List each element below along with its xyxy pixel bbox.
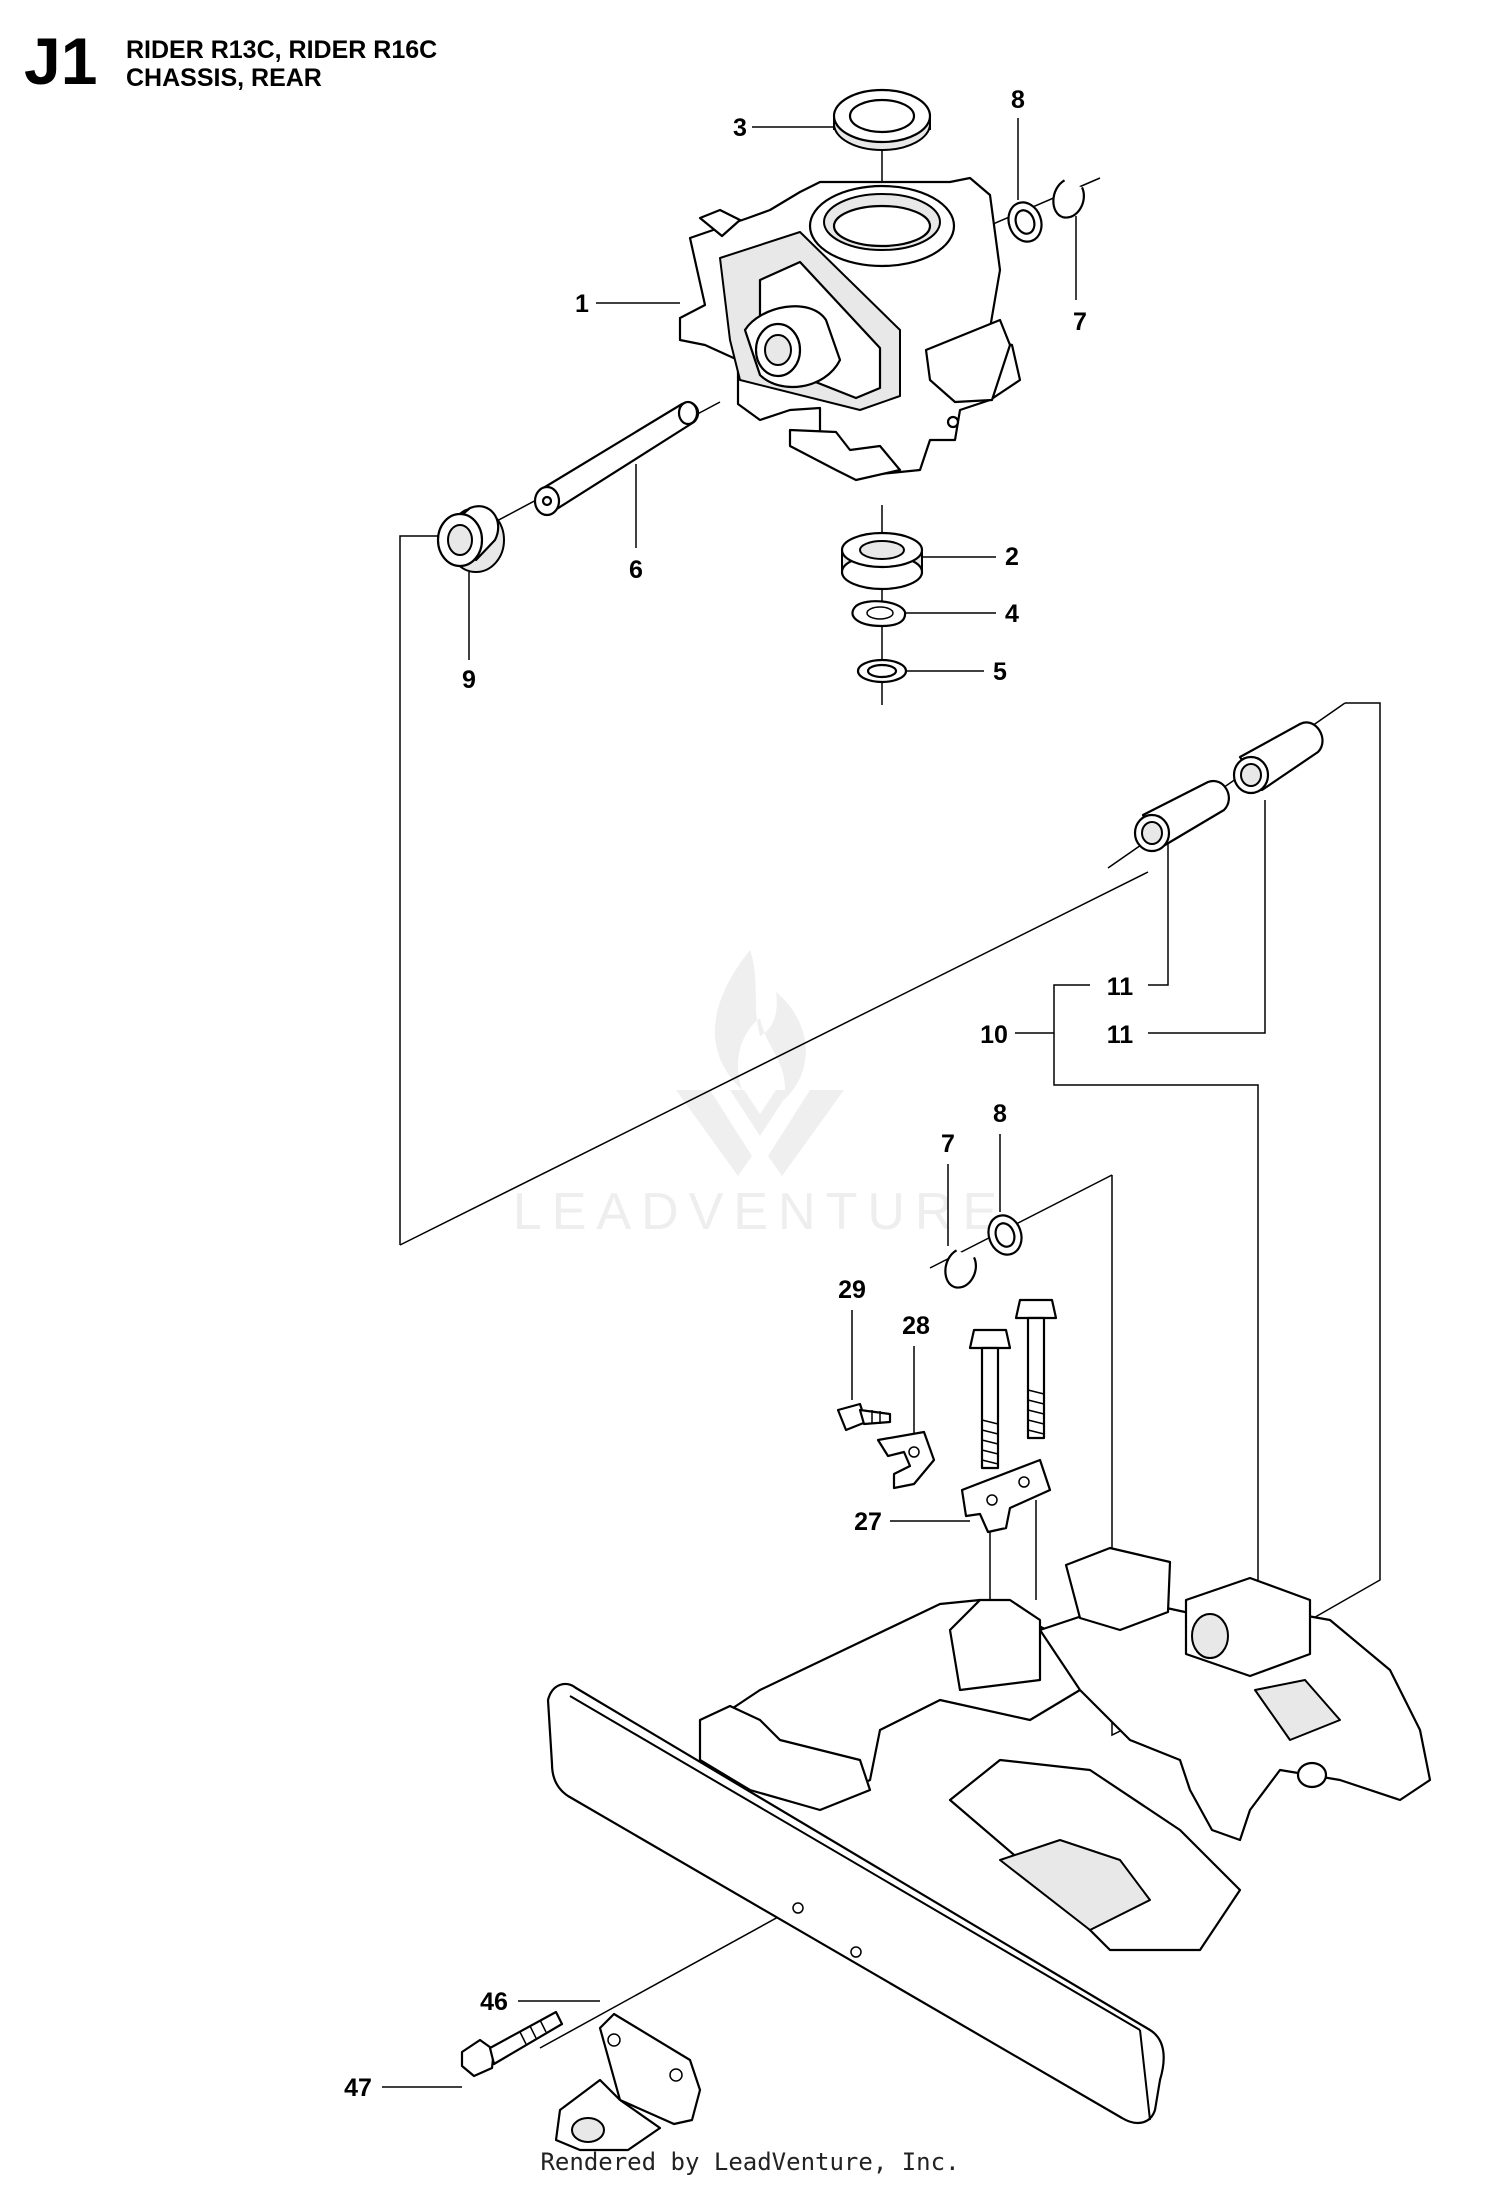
callout-label: 7 [1073,308,1087,336]
callout-label: 11 [1107,973,1134,1001]
part-washer-bottom [856,658,908,684]
part-pivot-pin [533,400,700,517]
callout-label: 47 [344,2074,372,2102]
callout-8-lower[interactable]: 8 [993,1100,1007,1212]
part-axle-housing [678,176,1022,482]
callout-label: 10 [980,1021,1008,1049]
callout-2[interactable]: 2 [922,543,1019,571]
callout-3[interactable]: 3 [733,114,834,142]
part-bushing-left [436,505,505,573]
callout-label: 11 [1107,1021,1134,1049]
watermark: LEADVENTURE [480,940,1040,1241]
part-circlip-upper [1052,179,1085,219]
callout-label: 28 [902,1312,930,1340]
section-title: CHASSIS, REAR [126,64,322,92]
callout-label: 9 [462,666,476,694]
callout-27[interactable]: 27 [854,1508,970,1536]
callout-47[interactable]: 47 [344,2074,462,2102]
part-mounting-bracket [554,2012,702,2152]
callout-8-upper[interactable]: 8 [1011,86,1025,200]
callout-28[interactable]: 28 [902,1312,930,1434]
part-bolt-right [1014,1298,1058,1440]
callout-1[interactable]: 1 [575,290,680,318]
callout-label: 29 [838,1276,866,1304]
callout-label: 27 [854,1508,882,1536]
part-clip-28 [876,1430,936,1490]
part-spacer-lower [1133,779,1230,853]
watermark-text: LEADVENTURE [512,1183,1008,1241]
part-e-clip [851,600,907,628]
callout-label: 4 [1005,600,1019,628]
callout-9[interactable]: 9 [462,572,476,694]
part-washer-upper [1007,201,1043,243]
callout-label: 3 [733,114,747,142]
part-bolt-47 [460,2010,564,2078]
callout-11-lower[interactable]: 11 [1107,1021,1134,1049]
footer-credit: Rendered by LeadVenture, Inc. [540,2148,960,2176]
part-circlip-lower [944,1249,977,1289]
part-rear-chassis-frame [698,1546,1432,1952]
callout-46[interactable]: 46 [480,1988,600,2016]
sheet-title: RIDER R13C, RIDER R16C CHASSIS, REAR [126,36,437,92]
part-spacer-upper [1232,721,1324,795]
callout-label: 2 [1005,543,1019,571]
callout-label: 6 [629,556,643,584]
part-bracket-27 [960,1458,1052,1534]
callout-7-lower[interactable]: 7 [941,1130,955,1246]
leadventure-flame-logo-icon [676,950,844,1176]
callout-5[interactable]: 5 [906,658,1007,686]
part-bearing [840,531,924,591]
callout-label: 1 [575,290,589,318]
callout-4[interactable]: 4 [905,600,1019,628]
callout-label: 7 [941,1130,955,1158]
callout-10[interactable]: 10 [980,1021,1008,1049]
callout-label: 46 [480,1988,508,2016]
part-rear-bumper [546,1682,1165,2125]
callout-7-upper[interactable]: 7 [1073,216,1087,336]
callout-11-upper[interactable]: 11 [1107,973,1134,1001]
model-title: RIDER R13C, RIDER R16C [126,36,438,64]
sheet-code: J1 [24,24,98,98]
callout-29[interactable]: 29 [838,1276,866,1400]
part-seal [832,88,932,151]
part-washer-lower [987,1214,1023,1256]
callout-6[interactable]: 6 [629,464,643,584]
callouts: 3 8 7 1 6 9 2 [344,86,1133,2102]
callout-label: 8 [1011,86,1025,114]
callout-label: 8 [993,1100,1007,1128]
part-screw-29 [836,1402,892,1432]
part-bolt-left [968,1328,1012,1470]
callout-label: 5 [993,658,1007,686]
